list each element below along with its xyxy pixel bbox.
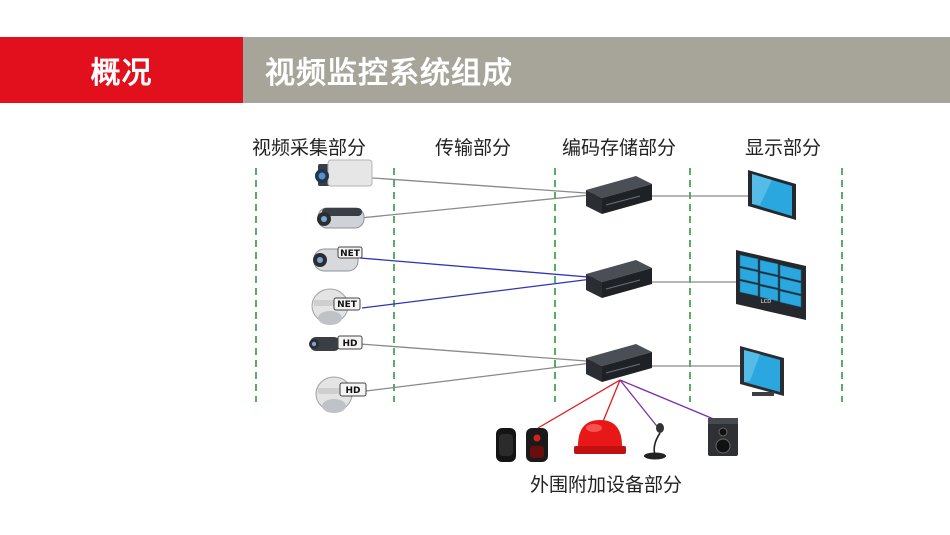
infrared-detector-icon xyxy=(496,428,548,462)
nvr-recorder-icon xyxy=(586,260,652,298)
peripherals-label: 外围附加设备部分 xyxy=(530,474,683,496)
section-tab: 概况 xyxy=(0,37,243,103)
speaker-icon xyxy=(708,418,738,456)
column-label-transmission: 传输部分 xyxy=(435,137,512,159)
net-dome-camera-icon: NET xyxy=(311,288,361,325)
lcd-monitor-icon xyxy=(748,170,796,220)
connection-line xyxy=(359,257,601,279)
connection-line xyxy=(359,193,601,219)
column-label-capture: 视频采集部分 xyxy=(252,137,367,159)
hd-badge-text: HD xyxy=(342,339,357,349)
hd-bullet-camera-icon: HD xyxy=(309,335,363,351)
dvr-recorder-icon xyxy=(586,176,652,214)
connection-line xyxy=(359,343,601,363)
alarm-light-icon xyxy=(574,420,626,454)
connection-line xyxy=(619,379,717,421)
hd-recorder-icon xyxy=(586,344,652,382)
desktop-monitor-icon xyxy=(740,346,784,396)
column-dividers xyxy=(255,168,843,402)
microphone-icon xyxy=(644,423,666,460)
connection-line xyxy=(365,361,601,392)
connection-line xyxy=(619,379,661,431)
bullet-camera-icon xyxy=(317,207,365,229)
connection-line xyxy=(537,379,621,429)
box-camera-icon xyxy=(315,159,373,187)
connection-line xyxy=(361,277,601,309)
video-wall-icon: LCD xyxy=(736,250,806,320)
net-badge-text: NET xyxy=(340,249,361,259)
net-bullet-camera-icon: NET xyxy=(313,246,363,272)
hd-dome-camera-icon: HD xyxy=(315,376,367,413)
connection-line xyxy=(601,379,621,425)
lcd-badge-text: LCD xyxy=(761,299,771,305)
connections xyxy=(344,175,750,431)
hd-badge-text: HD xyxy=(345,386,360,396)
column-label-display: 显示部分 xyxy=(745,137,822,159)
connection-line xyxy=(344,175,601,195)
column-label-storage: 编码存储部分 xyxy=(562,137,677,159)
page-title: 视频监控系统组成 xyxy=(243,37,950,103)
net-badge-text: NET xyxy=(337,300,358,310)
